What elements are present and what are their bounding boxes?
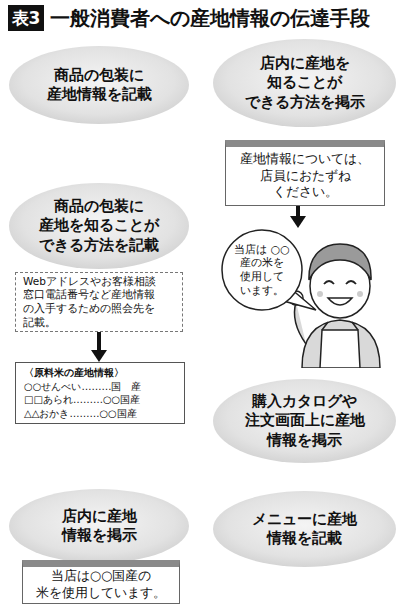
clerk-cheek — [357, 291, 363, 297]
apron-strap — [322, 322, 358, 330]
clerk-eyes — [324, 281, 356, 284]
arrow-head — [91, 350, 107, 362]
node-text: 店内に産地 情報を掲示 — [24, 507, 174, 546]
notice-box: 当店は○○国産の 米を使用しています。 — [22, 560, 180, 604]
clerk-body — [302, 320, 380, 368]
method-ellipse: 店内に産地を 知ることが できる方法を掲示 — [212, 38, 397, 128]
connector-arrow — [290, 206, 306, 228]
node-text: 購入カタログや 注文画面上に産地 情報を掲示 — [230, 392, 380, 451]
connector-arrow — [91, 332, 107, 362]
arrow-shaft — [97, 332, 101, 352]
method-ellipse: 商品の包装に 産地を知ることが できる方法を記載 — [8, 182, 190, 270]
box-heading: 〈原料米の産地情報〉 — [24, 366, 124, 380]
method-ellipse: 購入カタログや 注文画面上に産地 情報を掲示 — [212, 378, 397, 464]
method-ellipse: メニューに産地 情報を記載 — [212, 490, 397, 568]
node-text: Webアドレスやお客様相談 窓口電話番号など産地情報 の入手するための照会先を … — [23, 275, 175, 330]
ellipse-fill — [9, 46, 189, 124]
bubble-circle — [222, 230, 302, 310]
table-number: 表3 — [8, 5, 44, 31]
ellipse-fill — [9, 183, 189, 269]
ellipse-fill — [213, 379, 396, 463]
clerk-cheek — [317, 291, 323, 297]
clerk-arm — [294, 302, 306, 344]
speech-bubble: 当店は ○○産の米を 使用して います。 — [220, 228, 304, 312]
clerk-headscarf — [309, 244, 371, 280]
title-heading: 一般消費者への産地情報の伝達手段 — [50, 5, 370, 31]
node-text: □□あられ………○○国産 — [24, 393, 140, 407]
clerk-mouth — [328, 298, 352, 305]
node-text: △△おかき………○○国産 — [24, 407, 137, 421]
label-box: 〈原料米の産地情報〉○○せんべい………国 産□□あられ………○○国産△△おかき…… — [15, 362, 185, 424]
node-text: 当店は ○○産の米を 使用して います。 — [226, 243, 298, 298]
note-box: Webアドレスやお客様相談 窓口電話番号など産地情報 の入手するための照会先を … — [15, 272, 183, 332]
node-text: 店内に産地を 知ることが できる方法を掲示 — [230, 54, 380, 113]
method-ellipse: 店内に産地 情報を掲示 — [8, 488, 190, 564]
node-text: 商品の包装に 産地を知ることが できる方法を記載 — [24, 197, 174, 256]
clerk-apron — [320, 330, 360, 368]
node-text: ○○せんべい………国 産 — [24, 380, 141, 394]
notice-box: 産地情報については、 店員におたずね ください。 — [225, 140, 385, 206]
node-text: 商品の包装に 産地情報を記載 — [24, 66, 174, 105]
node-text: メニューに産地 情報を記載 — [230, 510, 380, 549]
arrow-head — [290, 216, 306, 228]
node-text: 産地情報については、 店員におたずね ください。 — [232, 151, 378, 202]
ellipse-fill — [9, 489, 189, 563]
ellipse-fill — [213, 39, 396, 127]
method-ellipse: 商品の包装に 産地情報を記載 — [8, 45, 190, 125]
ellipse-fill — [213, 491, 396, 567]
node-text: 当店は○○国産の 米を使用しています。 — [29, 568, 173, 602]
